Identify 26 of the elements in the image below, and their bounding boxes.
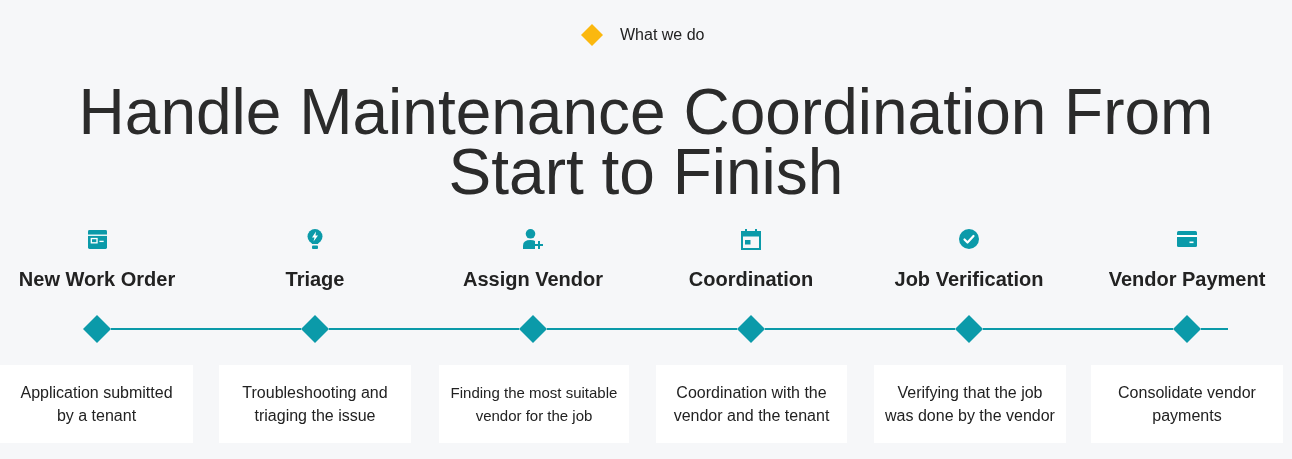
step-description: Consolidate vendor payments bbox=[1117, 383, 1257, 426]
timeline-connector bbox=[1200, 328, 1229, 330]
milestone-diamond bbox=[519, 315, 547, 343]
step-heading: Vendor Payment bbox=[1108, 267, 1266, 291]
milestone-diamond bbox=[83, 315, 111, 343]
step-description: Troubleshooting and triaging the issue bbox=[241, 383, 389, 426]
timeline-connector bbox=[328, 328, 520, 330]
timeline-connector bbox=[546, 328, 738, 330]
timeline-connector bbox=[764, 328, 956, 330]
page-title: Handle Maintenance Coordination From Start to Finish bbox=[77, 82, 1215, 202]
step-description: Coordination with the vendor and the tenant bbox=[672, 383, 831, 426]
step-description: Application submitted by a tenant bbox=[19, 383, 174, 426]
milestone-diamond bbox=[737, 315, 765, 343]
timeline-connector bbox=[982, 328, 1174, 330]
step-heading: Coordination bbox=[688, 267, 814, 291]
step-heading: New Work Order bbox=[18, 267, 176, 291]
section-label: What we do bbox=[620, 25, 705, 45]
step-heading: Assign Vendor bbox=[463, 267, 603, 291]
step-heading: Triage bbox=[285, 267, 345, 291]
step-heading: Job Verification bbox=[894, 267, 1044, 291]
timeline-connector bbox=[110, 328, 302, 330]
milestone-diamond bbox=[955, 315, 983, 343]
step-description: Finding the most suitable vendor for the job bbox=[449, 383, 619, 426]
step-description: Verifying that the job was done by the vendor bbox=[884, 383, 1056, 426]
milestone-diamond bbox=[1173, 315, 1201, 343]
milestone-diamond bbox=[301, 315, 329, 343]
